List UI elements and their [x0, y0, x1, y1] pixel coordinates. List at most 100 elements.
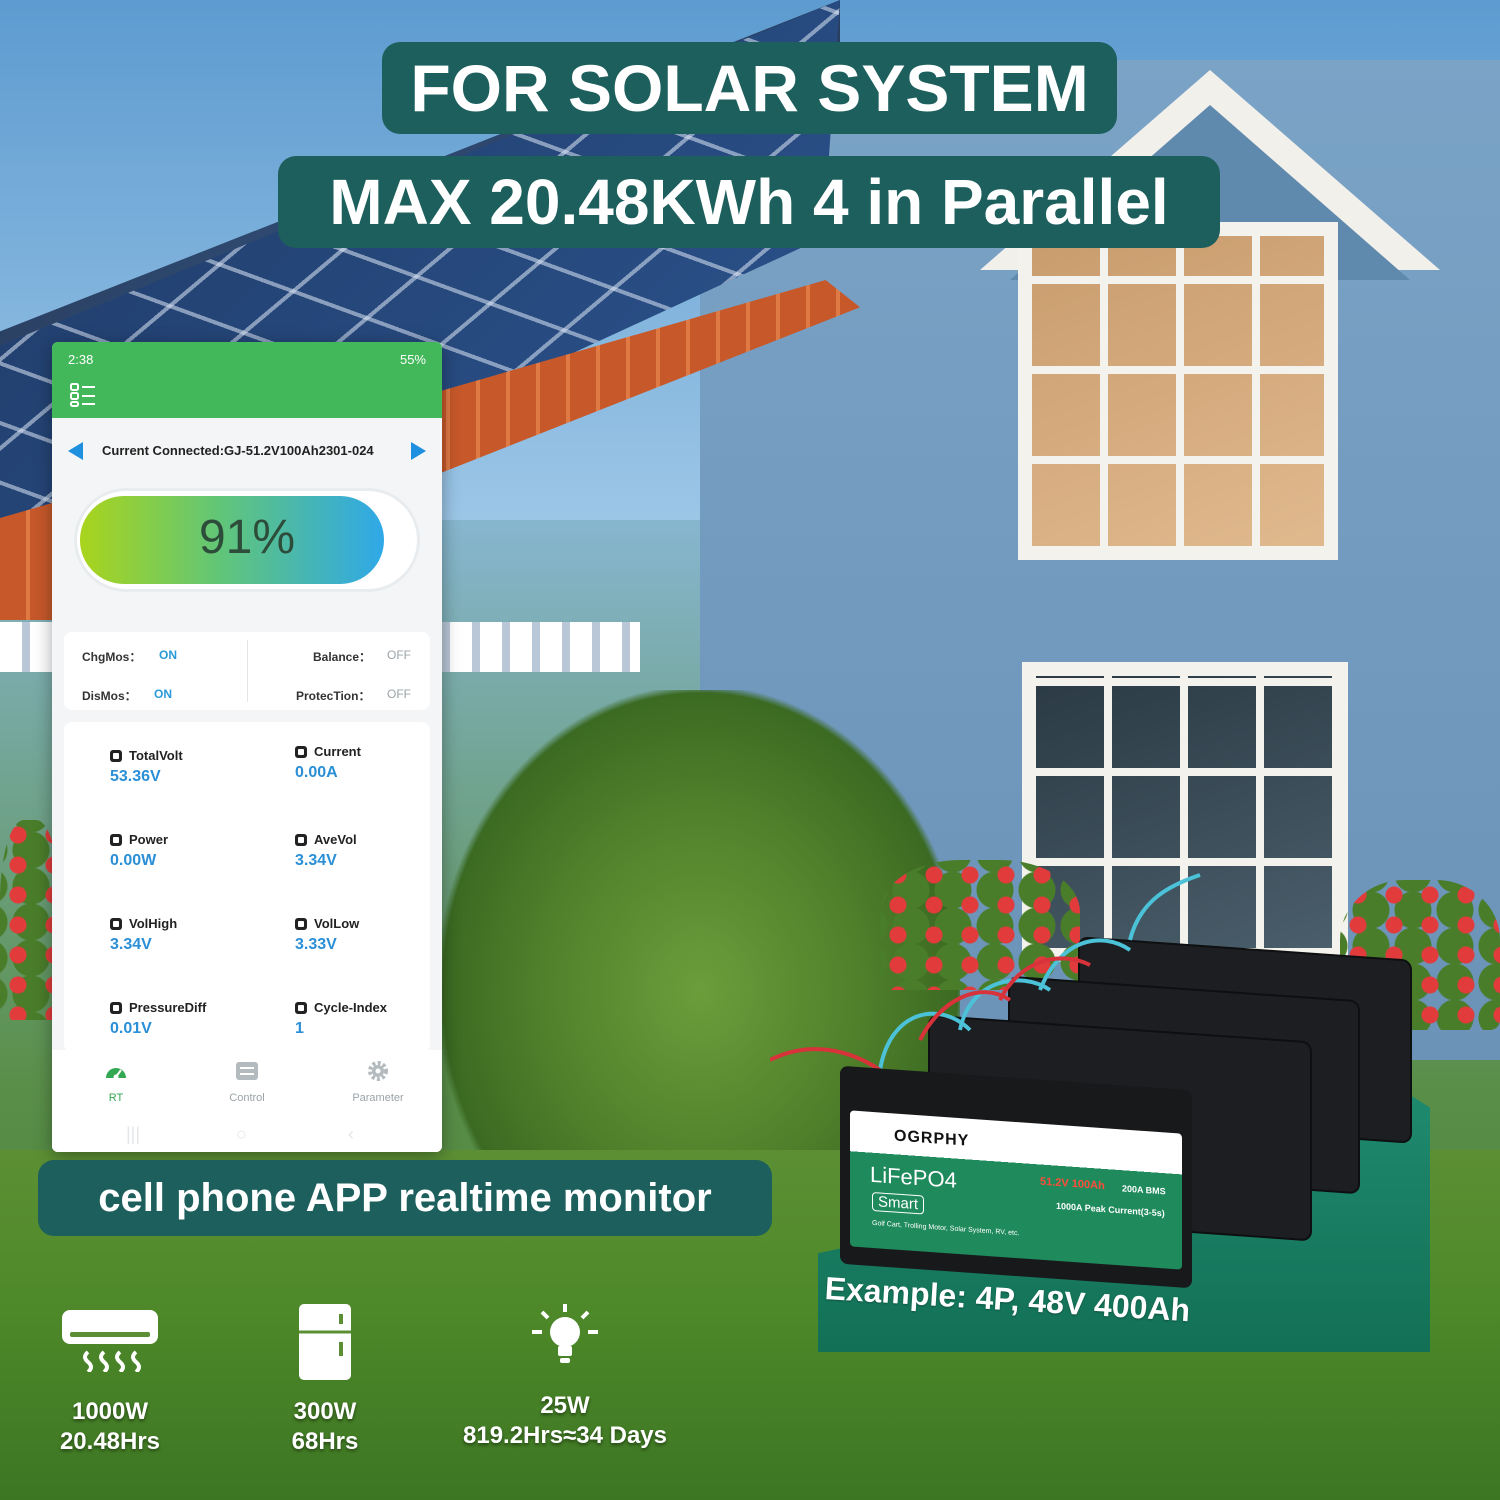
metric-label: Current [314, 744, 361, 759]
appliance-refrigerator: 300W 68Hrs [255, 1302, 395, 1458]
appliance-power: 1000W [71, 1398, 149, 1425]
metric-avevol: AveVol 3.34V [295, 832, 442, 878]
protection-value: OFF [387, 687, 411, 701]
battery-peak-current: 1000A Peak Current(3-5s) [1056, 1200, 1165, 1219]
next-device-arrow-icon[interactable] [411, 442, 426, 460]
light-bulb-icon [532, 1304, 598, 1363]
battery-brand: OGRPHY [894, 1127, 970, 1150]
menu-icon[interactable] [70, 383, 96, 407]
average-voltage-icon [295, 834, 307, 846]
tab-label: RT [108, 1092, 124, 1104]
current-icon [295, 746, 307, 758]
device-selector: Current Connected:GJ-51.2V100Ah2301-024 [52, 434, 442, 470]
dismos-label: DisMos： [82, 689, 137, 703]
home-icon[interactable]: ○ [236, 1124, 247, 1144]
dismos-value: ON [154, 687, 172, 701]
soc-fill [80, 496, 384, 584]
tab-control[interactable]: Control [197, 1060, 297, 1114]
metric-value: 0.01V [110, 1020, 152, 1037]
metric-label: PressureDiff [129, 1000, 207, 1015]
metric-volhigh: VolHigh 3.34V [110, 916, 280, 962]
appliance-power: 25W [540, 1392, 590, 1419]
metric-vollow: VolLow 3.33V [295, 916, 442, 962]
gauge-icon [106, 1068, 126, 1080]
metric-cycle-index: Cycle-Index 1 [295, 1000, 442, 1046]
metric-value: 3.33V [295, 936, 337, 953]
status-bar: 2:38 55% [68, 352, 426, 370]
voltage-high-icon [110, 918, 122, 930]
battery-chemistry: LiFePO4 [870, 1161, 957, 1193]
metric-current: Current 0.00A [295, 744, 442, 790]
metric-value: 0.00W [110, 852, 157, 869]
previous-device-arrow-icon[interactable] [68, 442, 83, 460]
balance-value: OFF [387, 648, 411, 662]
metric-label: AveVol [314, 832, 357, 847]
metric-label: VolLow [314, 916, 360, 931]
metric-value: 3.34V [295, 852, 337, 869]
metric-value: 53.36V [110, 768, 161, 785]
battery-pack-1: OGRPHY LiFePO4 Smart 51.2V 100Ah 200A BM… [840, 1065, 1192, 1289]
tab-label: Parameter [352, 1092, 404, 1104]
metric-label: Power [129, 832, 169, 847]
metric-label: VolHigh [129, 916, 178, 931]
control-icon [236, 1062, 258, 1080]
battery-bms: 200A BMS [1122, 1183, 1166, 1197]
battery-cables [770, 873, 1201, 1072]
chgmos-label: ChgMos： [82, 650, 142, 664]
cycle-icon [295, 1002, 307, 1014]
headline-solar-system: FOR SOLAR SYSTEM [382, 42, 1117, 134]
flower-bed-left [0, 820, 60, 1020]
app-header: 2:38 55% [52, 342, 442, 418]
appliance-runtime: 68Hrs [291, 1428, 359, 1455]
battery-smart-badge: Smart [872, 1191, 925, 1215]
soc-percent: 91% [198, 511, 296, 564]
voltage-icon [110, 750, 122, 762]
balance-label: Balance： [313, 650, 372, 664]
protection-label: ProtecTion： [296, 689, 371, 703]
pressure-diff-icon [110, 1002, 122, 1014]
status-battery: 55% [399, 352, 426, 367]
back-icon[interactable]: ‹ [348, 1124, 354, 1144]
tab-rt[interactable]: RT [66, 1060, 166, 1114]
metric-value: 0.00A [295, 764, 338, 781]
air-conditioner-icon [62, 1310, 158, 1372]
bottom-tab-bar: RT Control Parameter [52, 1050, 442, 1120]
battery-label: OGRPHY LiFePO4 Smart 51.2V 100Ah 200A BM… [850, 1110, 1182, 1270]
tab-parameter[interactable]: Parameter [328, 1060, 428, 1114]
battery-applications: Golf Cart, Trolling Motor, Solar System,… [872, 1219, 1020, 1238]
metric-label: Cycle-Index [314, 1000, 387, 1015]
chgmos-value: ON [159, 648, 177, 662]
switch-status-card: ChgMos： ON Balance： OFF DisMos： ON Prote… [64, 632, 430, 710]
appliance-runtime: 20.48Hrs [59, 1428, 161, 1455]
phone-app-screen: 2:38 55% Current Connected:GJ-51.2V100Ah… [52, 342, 442, 1152]
metrics-card: TotalVolt 53.36V Current 0.00A Power 0.0… [64, 722, 430, 1052]
upper-window-grid [1032, 236, 1324, 546]
appliance-runtime: 819.2Hrs≈34 Days [463, 1422, 667, 1449]
tab-label: Control [229, 1092, 265, 1104]
battery-spec: 51.2V 100Ah [1040, 1175, 1105, 1193]
headline-capacity: MAX 20.48KWh 4 in Parallel [278, 156, 1220, 248]
appliance-power: 300W [293, 1398, 357, 1425]
metric-pressurediff: PressureDiff 0.01V [110, 1000, 280, 1046]
gear-icon [368, 1061, 388, 1081]
android-nav-bar: ||| ○ ‹ [52, 1120, 442, 1152]
soc-gauge: 91% [74, 488, 420, 592]
refrigerator-icon [299, 1304, 351, 1380]
metric-label: TotalVolt [129, 748, 183, 763]
recents-icon[interactable]: ||| [126, 1124, 141, 1144]
metric-power: Power 0.00W [110, 832, 280, 878]
app-monitor-caption: cell phone APP realtime monitor [38, 1160, 772, 1236]
connected-device-label: Current Connected:GJ-51.2V100Ah2301-024 [102, 443, 374, 458]
door-grid [1036, 676, 1334, 948]
flower-bed-middle [880, 860, 1080, 990]
voltage-low-icon [295, 918, 307, 930]
metric-totalvolt: TotalVolt 53.36V [110, 748, 280, 794]
appliance-air-conditioner: 1000W 20.48Hrs [40, 1308, 180, 1458]
metric-value: 1 [295, 1020, 304, 1037]
lower-door-window [1022, 662, 1348, 962]
switch-divider [247, 640, 248, 702]
power-icon [110, 834, 122, 846]
appliance-light-bulb: 25W 819.2Hrs≈34 Days [440, 1302, 690, 1452]
metric-value: 3.34V [110, 936, 152, 953]
